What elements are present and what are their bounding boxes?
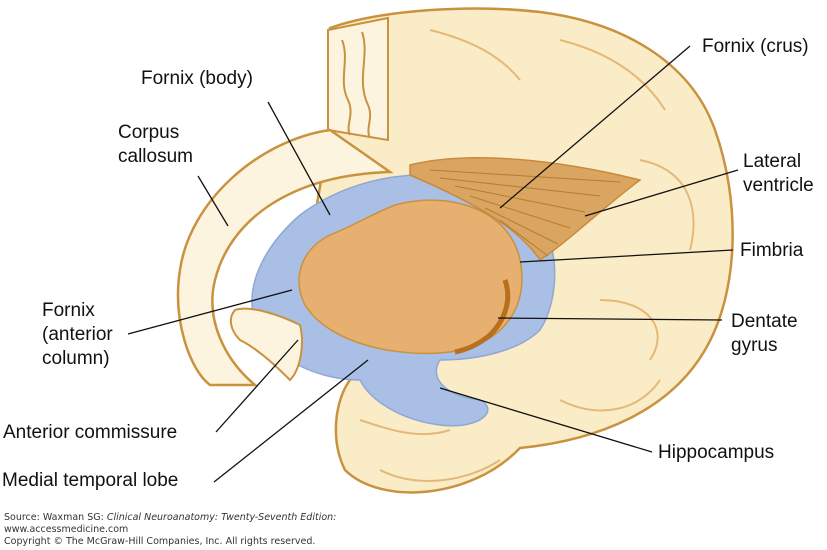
dentate-gyrus-shape xyxy=(454,279,511,355)
label-anterior-commissure: Anterior commissure xyxy=(3,422,178,443)
source-title: Clinical Neuroanatomy: Twenty-Seventh Ed… xyxy=(106,512,337,523)
label-fornix-crus: Fornix (crus) xyxy=(702,36,809,57)
label-dentate-gyrus-line1: Dentate xyxy=(731,311,798,332)
source-prefix: Source: Waxman SG: xyxy=(4,512,107,523)
label-dentate-gyrus: Dentate gyrus xyxy=(731,310,798,358)
fimbria-fibers xyxy=(409,157,642,262)
label-fornix-body: Fornix (body) xyxy=(141,68,253,89)
label-lateral-ventricle: Lateral ventricle xyxy=(743,150,814,198)
source-line1: Source: Waxman SG: Clinical Neuroanatomy… xyxy=(4,512,336,524)
thalamus-shape xyxy=(298,199,523,355)
anterior-commissure-shape xyxy=(229,307,303,382)
label-dentate-gyrus-line2: gyrus xyxy=(731,335,778,356)
label-corpus-callosum-line2: callosum xyxy=(118,146,193,167)
leader-anterior-commissure xyxy=(215,339,299,433)
leader-lines xyxy=(127,45,739,483)
leader-dentate-gyrus xyxy=(497,317,723,321)
corpus-callosum-shape xyxy=(176,128,394,387)
leader-fimbria xyxy=(519,249,734,263)
label-fornix-anterior-column-line3: column) xyxy=(42,348,110,369)
label-corpus-callosum-line1: Corpus xyxy=(118,122,180,143)
label-fimbria: Fimbria xyxy=(740,240,804,261)
source-copyright: Copyright © The McGraw-Hill Companies, I… xyxy=(4,536,316,547)
label-corpus-callosum: Corpus callosum xyxy=(118,121,193,169)
fimbria-striations xyxy=(429,169,621,257)
label-lateral-ventricle-line2: ventricle xyxy=(743,175,814,196)
source-credit: Source: Waxman SG: Clinical Neuroanatomy… xyxy=(4,512,336,548)
source-url: www.accessmedicine.com xyxy=(4,524,129,535)
label-fornix-anterior-column: Fornix (anterior column) xyxy=(42,299,113,371)
leader-medial-temporal-lobe xyxy=(213,359,369,483)
label-fornix-anterior-column-line2: (anterior xyxy=(42,324,113,345)
leader-fornix-body xyxy=(267,101,331,216)
leader-fornix-anterior-column xyxy=(127,289,293,335)
leader-fornix-crus xyxy=(499,45,691,209)
cut-surface-wavy xyxy=(341,31,372,139)
leader-corpus-callosum xyxy=(197,175,229,227)
label-medial-temporal-lobe: Medial temporal lobe xyxy=(2,470,179,491)
label-hippocampus: Hippocampus xyxy=(658,442,775,463)
cut-surface-block xyxy=(327,16,389,142)
leader-hippocampus xyxy=(439,387,653,453)
leader-lateral-ventricle xyxy=(584,169,739,217)
label-lateral-ventricle-line1: Lateral xyxy=(743,151,802,172)
label-fornix-anterior-column-line1: Fornix xyxy=(42,300,95,321)
